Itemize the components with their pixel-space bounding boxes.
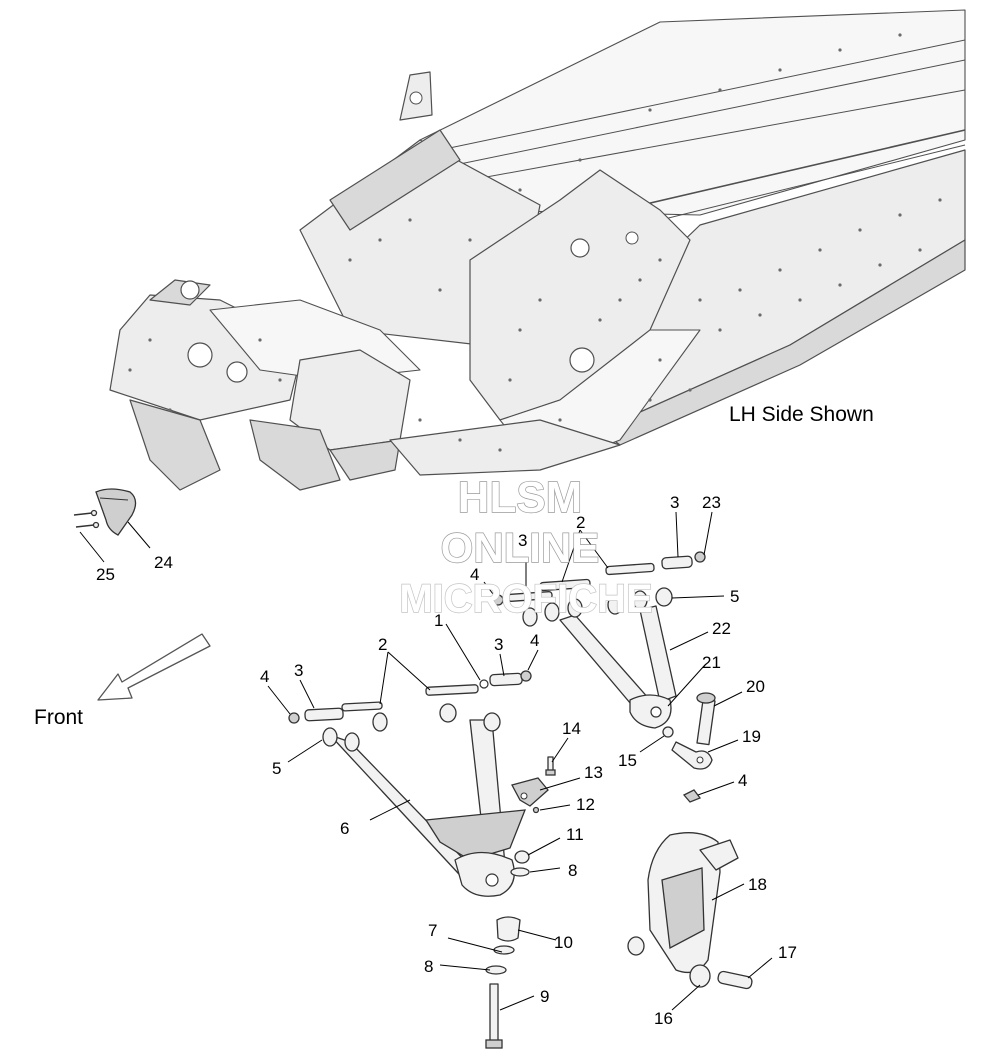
leader-lines — [79, 511, 773, 1011]
snap-ring-part-7 — [493, 945, 515, 955]
bolt-part-9 — [485, 983, 503, 1049]
callout-16: 16 — [654, 1009, 673, 1028]
callout-2-lower: 2 — [378, 635, 387, 654]
callout-14: 14 — [562, 719, 581, 738]
nut-part-4d — [682, 789, 702, 803]
watermark: HLSM ONLINE MICROFICHE — [399, 472, 654, 621]
callout-22: 22 — [712, 619, 731, 638]
callout-10: 10 — [554, 933, 573, 952]
upper-arm-bushings — [522, 587, 673, 627]
callout-1: 1 — [434, 611, 443, 630]
callout-4-mid: 4 — [530, 631, 539, 650]
callout-6: 6 — [340, 819, 349, 838]
washer-part-8a — [510, 867, 530, 877]
watermark-line-2: ONLINE — [441, 524, 600, 571]
pin-part-17 — [717, 970, 753, 990]
callout-3-left: 3 — [294, 661, 303, 680]
callout-21: 21 — [702, 653, 721, 672]
upper-arm-pivot-hardware — [492, 551, 706, 606]
front-direction-arrow-icon — [97, 633, 211, 701]
watermark-line-3: MICROFICHE — [399, 577, 652, 621]
ball-joint-part-10 — [496, 916, 521, 942]
spindle-part-18 — [627, 832, 739, 974]
callout-5-left: 5 — [272, 759, 281, 778]
lower-a-arm-part — [329, 719, 526, 897]
callout-11: 11 — [566, 825, 584, 844]
callout-19: 19 — [742, 727, 761, 746]
nut-part-12 — [532, 806, 540, 814]
callout-2-upper: 2 — [576, 513, 585, 532]
callout-4-left: 4 — [260, 667, 269, 686]
callout-3-upper-right: 3 — [670, 493, 679, 512]
bumper-bracket-part — [95, 488, 137, 536]
callout-9: 9 — [540, 987, 549, 1006]
callout-8-upper: 8 — [568, 861, 577, 880]
shock-bracket-part-13 — [511, 777, 549, 807]
callout-18: 18 — [748, 875, 767, 894]
callout-23: 24 — [154, 553, 173, 572]
callout-20: 20 — [746, 677, 765, 696]
bushing-part-16 — [689, 964, 711, 988]
callout-5-right: 5 — [730, 587, 739, 606]
bracket-screws — [73, 509, 100, 529]
callout-3-lower-right: 3 — [494, 635, 503, 654]
callout-24: 25 — [96, 565, 115, 584]
callout-12: 12 — [576, 795, 595, 814]
nut-part-15 — [662, 726, 674, 738]
callout-3-upper-left: 3 — [518, 531, 527, 550]
tie-rod-end-part-19 — [671, 741, 713, 770]
callout-13: 13 — [584, 763, 603, 782]
callout-7: 7 — [428, 921, 437, 940]
callout-4-upper: 4 — [470, 565, 479, 584]
callout-25: 23 — [702, 493, 721, 512]
callout-17: 17 — [778, 943, 797, 962]
pin-part-20 — [696, 692, 716, 746]
callout-labels: 25 24 1 2 2 3 3 3 3 4 4 4 4 5 5 6 7 8 8 … — [96, 493, 797, 1028]
watermark-line-1: HLSM — [458, 473, 583, 522]
upper-a-arm-part — [559, 605, 677, 729]
bolt-part-14 — [545, 756, 556, 776]
side-shown-note: LH Side Shown — [729, 403, 874, 426]
callout-15: 15 — [618, 751, 637, 770]
lower-arm-pivot-hardware — [288, 670, 532, 724]
lower-arm-bushings — [322, 703, 501, 752]
front-label: Front — [34, 706, 83, 729]
callout-8-lower: 8 — [424, 957, 433, 976]
chassis-frame — [109, 9, 966, 491]
nut-part-11 — [514, 850, 530, 864]
callout-4-right: 4 — [738, 771, 747, 790]
